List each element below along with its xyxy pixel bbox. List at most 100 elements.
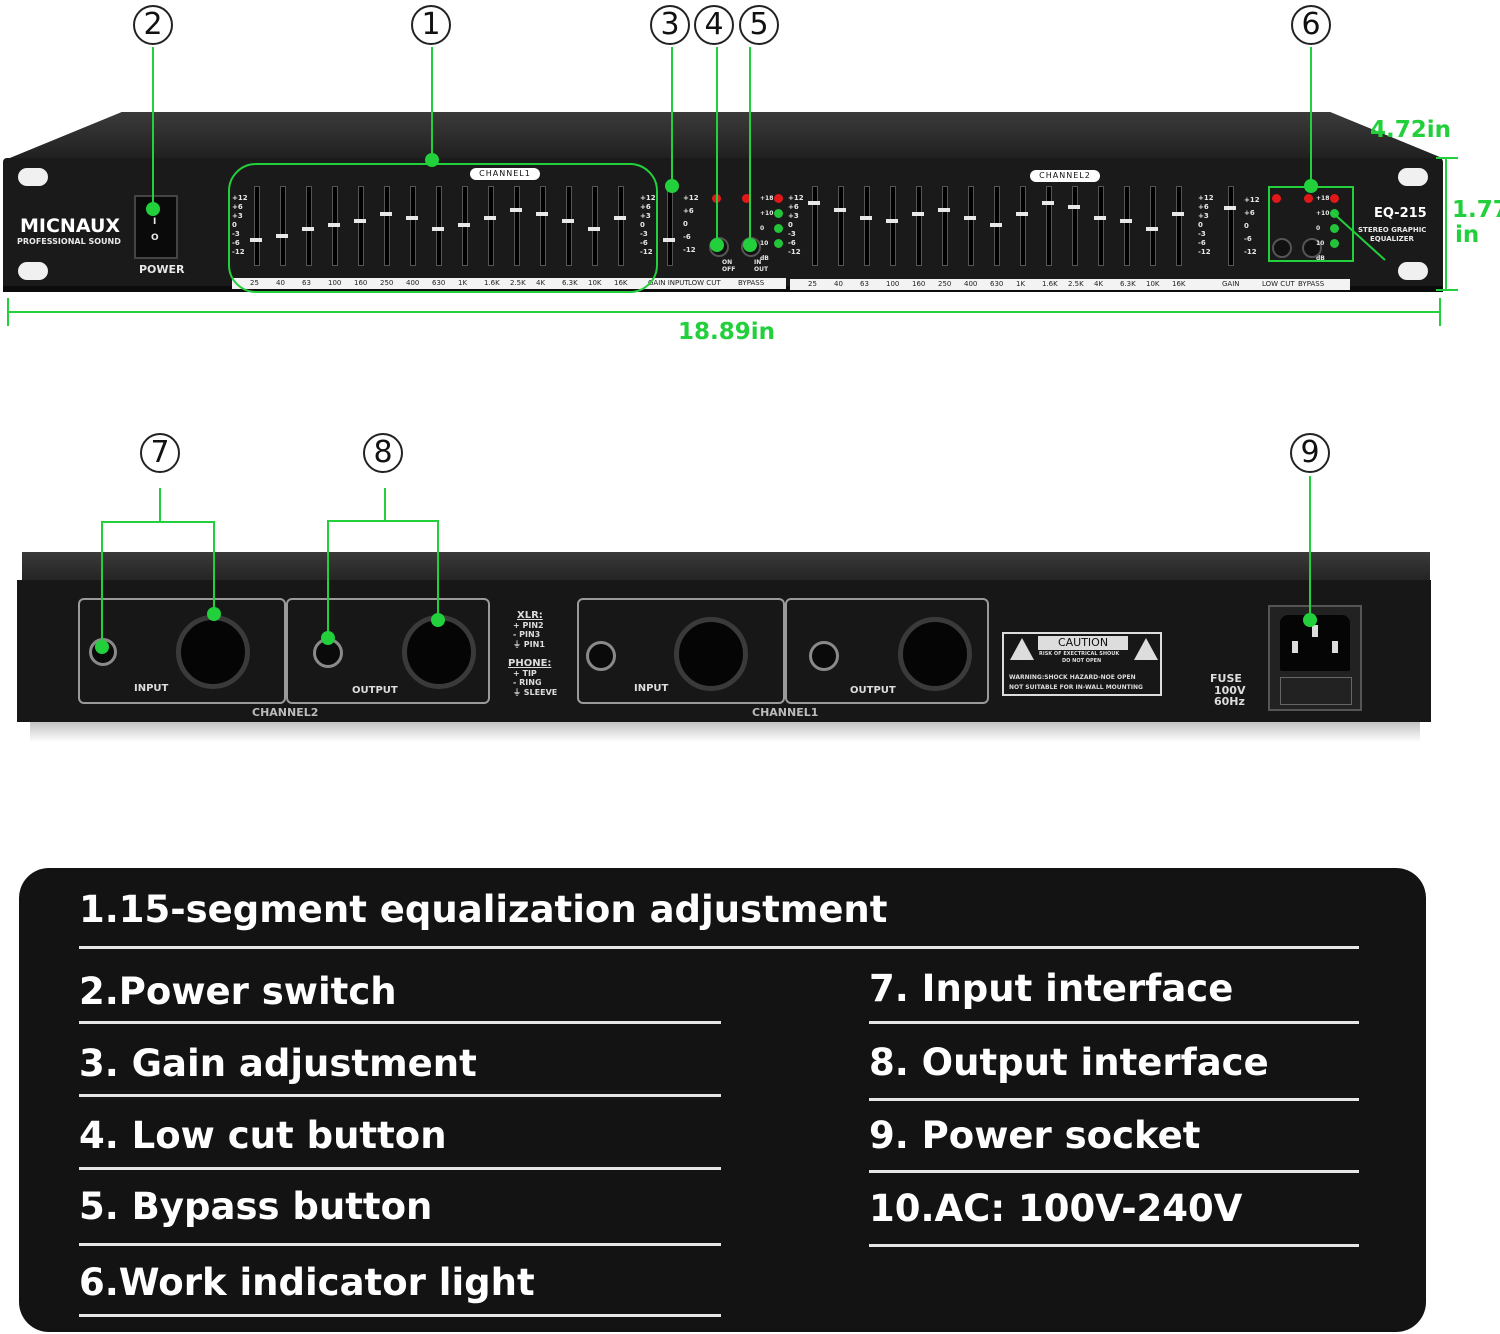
eq-fader-6.3K[interactable] [566,186,572,266]
rack-hole [1398,262,1428,280]
freq-label: 10K [588,279,602,287]
eq-fader-knob[interactable] [834,208,846,212]
eq-fader-knob[interactable] [406,216,418,220]
callout-1: 1 [411,5,451,45]
eq-fader-25[interactable] [812,186,818,266]
scale-label: +12 [232,194,248,202]
eq-fader-250[interactable] [942,186,948,266]
ch2-bypass-button[interactable] [1302,238,1322,258]
freq-label: 40 [834,280,843,288]
fuse-drawer[interactable] [1280,677,1352,705]
eq-fader-knob[interactable] [536,212,548,216]
eq-fader-knob[interactable] [432,227,444,231]
feature-item-10: 10.AC: 100V-240V [869,1187,1243,1230]
scale-label: -12 [683,246,696,254]
ch2-gain-fader[interactable] [1228,186,1234,266]
eq-fader-knob[interactable] [964,216,976,220]
eq-fader-knob[interactable] [588,227,600,231]
eq-fader-160[interactable] [916,186,922,266]
eq-fader-40[interactable] [280,186,286,266]
eq-fader-knob[interactable] [886,219,898,223]
ch1-gain-knob[interactable] [663,238,675,242]
eq-fader-knob[interactable] [1172,212,1184,216]
model-subtitle-1: STEREO GRAPHIC [1358,226,1427,234]
meter-led [774,239,783,248]
eq-fader-knob[interactable] [510,208,522,212]
eq-fader-160[interactable] [358,186,364,266]
eq-fader-40[interactable] [838,186,844,266]
freq-label: 40 [276,279,285,287]
depth-dimension: 4.72in [1370,117,1452,143]
eq-fader-knob[interactable] [458,223,470,227]
meter-led [1330,194,1339,203]
eq-fader-10K[interactable] [1150,186,1156,266]
eq-fader-250[interactable] [384,186,390,266]
scale-label: +3 [640,212,651,220]
eq-fader-knob[interactable] [808,201,820,205]
eq-fader-630[interactable] [436,186,442,266]
feature-item-9: 9. Power socket [869,1114,1201,1157]
eq-fader-100[interactable] [890,186,896,266]
eq-fader-knob[interactable] [1042,201,1054,205]
ch1-input-phone-jack[interactable] [586,641,616,671]
eq-fader-knob[interactable] [250,238,262,242]
eq-fader-knob[interactable] [614,216,626,220]
leader-dot [665,179,679,193]
eq-fader-knob[interactable] [354,219,366,223]
ch1-input-xlr-jack[interactable] [674,617,748,691]
meter-label: +18 [1316,195,1330,202]
eq-fader-63[interactable] [306,186,312,266]
eq-fader-knob[interactable] [1120,219,1132,223]
warning-triangle-icon [1134,638,1158,660]
ch1-output-phone-jack[interactable] [809,641,839,671]
freq-label: 6.3K [562,279,578,287]
eq-fader-400[interactable] [968,186,974,266]
eq-fader-knob[interactable] [1146,227,1158,231]
eq-fader-knob[interactable] [938,208,950,212]
freq-label: 630 [432,279,446,287]
eq-fader-knob[interactable] [484,216,496,220]
leader-dot [431,613,445,627]
bypass-in: IN [754,259,762,266]
eq-fader-knob[interactable] [1094,216,1106,220]
scale-label: -6 [1198,239,1206,247]
ch1-output-xlr-jack[interactable] [898,617,972,691]
eq-fader-knob[interactable] [276,234,288,238]
eq-fader-knob[interactable] [912,212,924,216]
eq-fader-2.5K[interactable] [1072,186,1078,266]
eq-fader-2.5K[interactable] [514,186,520,266]
eq-fader-knob[interactable] [860,216,872,220]
eq-fader-knob[interactable] [990,223,1002,227]
leader-line [671,47,673,186]
eq-fader-knob[interactable] [302,227,314,231]
ch2-gain-knob[interactable] [1224,206,1236,210]
eq-fader-knob[interactable] [1068,205,1080,209]
ch1-freq-strip [232,278,646,289]
eq-fader-4K[interactable] [540,186,546,266]
eq-fader-400[interactable] [410,186,416,266]
eq-fader-10K[interactable] [592,186,598,266]
eq-fader-25[interactable] [254,186,260,266]
eq-fader-knob[interactable] [328,223,340,227]
pin-label: ⏚ SLEEVE [513,688,558,697]
power-switch[interactable]: I O [134,195,178,259]
eq-fader-knob[interactable] [380,212,392,216]
eq-fader-1.6K[interactable] [1046,186,1052,266]
ch2-input-xlr-jack[interactable] [176,615,250,689]
eq-fader-6.3K[interactable] [1124,186,1130,266]
eq-fader-knob[interactable] [1016,212,1028,216]
eq-fader-1.6K[interactable] [488,186,494,266]
ch2-output-xlr-jack[interactable] [402,615,476,689]
ch2-low-cut-button[interactable] [1272,238,1292,258]
eq-fader-16K[interactable] [618,186,624,266]
eq-fader-1K[interactable] [1020,186,1026,266]
caution-label: CAUTION RISK OF EXECTRICAL SHOUK DO NOT … [1002,632,1162,696]
eq-fader-16K[interactable] [1176,186,1182,266]
eq-fader-4K[interactable] [1098,186,1104,266]
scale-label: -12 [1244,248,1257,256]
eq-fader-63[interactable] [864,186,870,266]
eq-fader-knob[interactable] [562,219,574,223]
pin-label: - RING [513,678,542,687]
ch1-eq-faders [250,186,640,266]
feature-item-6: 6.Work indicator light [79,1261,535,1304]
